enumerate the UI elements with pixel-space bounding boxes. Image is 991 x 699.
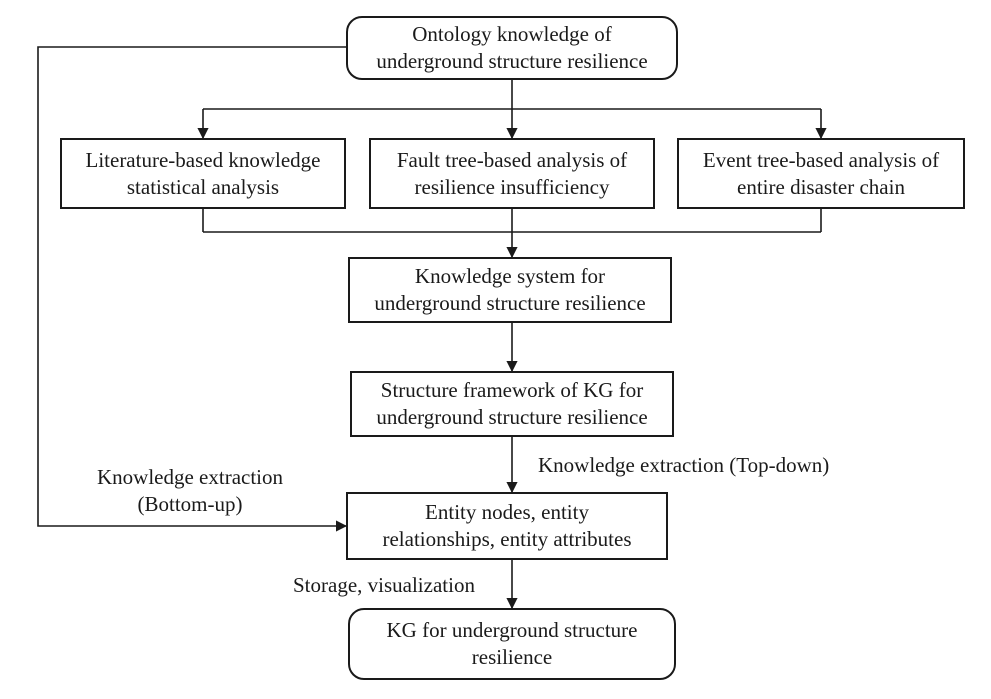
event-tree-analysis-node: Event tree-based analysis of entire disa…: [677, 138, 965, 209]
entity-nodes-node: Entity nodes, entity relationships, enti…: [346, 492, 668, 560]
bottom-up-label-line2: (Bottom-up): [137, 492, 243, 516]
kg-framework-node: Structure framework of KG for undergroun…: [350, 371, 674, 437]
fault-tree-analysis-line2: resilience insufficiency: [414, 174, 610, 199]
entity-nodes-line1: Entity nodes, entity: [425, 500, 589, 524]
bottom-up-label: Knowledge extraction (Bottom-up): [70, 464, 310, 518]
fault-tree-analysis-node: Fault tree-based analysis of resilience …: [369, 138, 655, 209]
literature-analysis-node: Literature-based knowledge statistical a…: [60, 138, 346, 209]
edge-bottom-up: [37, 46, 348, 532]
literature-analysis-line2: statistical analysis: [126, 174, 280, 199]
bottom-up-label-line1: Knowledge extraction: [96, 465, 284, 489]
fault-tree-analysis-line1: Fault tree-based analysis of: [396, 147, 628, 172]
ontology-knowledge-node: Ontology knowledge of underground struct…: [346, 16, 678, 80]
top-down-label: Knowledge extraction (Top-down): [538, 453, 830, 477]
kg-result-line2: resilience: [471, 645, 553, 669]
knowledge-system-line1: Knowledge system for: [414, 264, 606, 288]
knowledge-system-node: Knowledge system for underground structu…: [348, 257, 672, 323]
kg-result-line1: KG for underground structure: [386, 618, 638, 642]
ontology-knowledge-line2: underground structure resilience: [376, 49, 648, 73]
event-tree-analysis-line2: entire disaster chain: [737, 174, 905, 199]
knowledge-system-line2: underground structure resilience: [374, 291, 646, 315]
ontology-knowledge-line1: Ontology knowledge of: [412, 22, 612, 46]
kg-framework-line2: underground structure resilience: [376, 405, 648, 429]
event-tree-analysis-line1: Event tree-based analysis of: [702, 147, 940, 172]
literature-analysis-line1: Literature-based knowledge: [85, 147, 321, 172]
entity-nodes-line2: relationships, entity attributes: [382, 527, 632, 551]
storage-label: Storage, visualization: [293, 573, 475, 597]
kg-result-node: KG for underground structure resilience: [348, 608, 676, 680]
kg-framework-line1: Structure framework of KG for: [380, 378, 644, 402]
